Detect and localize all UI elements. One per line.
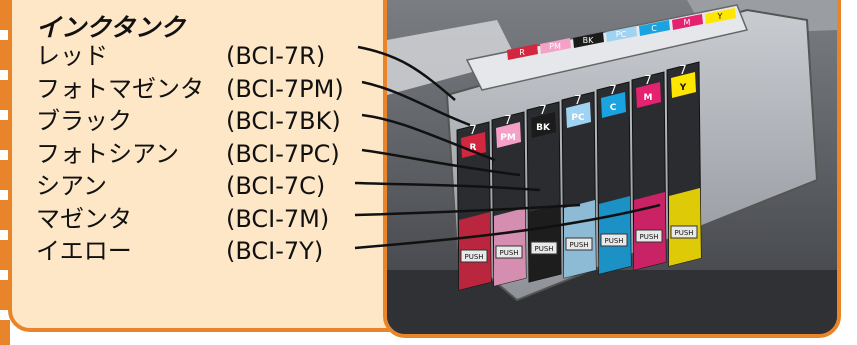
tank-color-strip: R PM BK PC C M Y: [507, 8, 736, 60]
tank-number: 7: [504, 113, 512, 127]
tank-label: [496, 122, 521, 148]
strip-label: Y: [717, 12, 723, 21]
strip-label: C: [651, 24, 657, 33]
left-accent-stripe: [0, 0, 10, 345]
strip-label: R: [519, 48, 525, 57]
ink-name: イエロー: [36, 237, 132, 265]
strip-swatch: [639, 20, 670, 36]
ink-code: (BCI-7Y): [226, 237, 324, 265]
tank-label: [566, 102, 591, 128]
strip-swatch: [573, 32, 604, 48]
strip-label: BK: [583, 36, 594, 45]
tank-number: 7: [539, 103, 547, 117]
tank-color-code: PM: [500, 133, 516, 143]
tank-color-code: R: [470, 143, 477, 153]
ink-code: (BCI-7PC): [226, 139, 340, 168]
panel-heading: インクタンク: [36, 13, 186, 42]
push-tab: [460, 249, 488, 263]
tank-color-code: BK: [536, 123, 551, 133]
tank-number: 7: [644, 73, 652, 87]
ink-name: マゼンタ: [36, 204, 132, 233]
ink-code: (BCI-7BK): [226, 107, 341, 135]
tank-number: 7: [469, 123, 477, 137]
ink-name: ブラック: [36, 107, 132, 135]
push-label: PUSH: [674, 229, 693, 237]
strip-swatch: [606, 26, 637, 42]
tank-color-code: M: [644, 93, 653, 103]
ink-code: (BCI-7PM): [226, 74, 344, 103]
ink-code: (BCI-7R): [226, 42, 326, 70]
strip-label: PC: [616, 30, 627, 39]
ink-name: シアン: [36, 172, 108, 200]
printer-base: [387, 270, 837, 334]
push-tab: [670, 225, 698, 239]
ink-name: フォトシアン: [36, 139, 180, 168]
push-label: PUSH: [604, 237, 623, 245]
push-label: PUSH: [639, 233, 658, 241]
strip-swatch: [507, 44, 538, 60]
tank-number: 7: [679, 63, 687, 77]
strip-label: M: [684, 18, 691, 27]
ink-code: (BCI-7M): [226, 204, 330, 233]
tank-label: [636, 82, 661, 108]
tank-label: [671, 72, 696, 98]
strip-label: PM: [549, 42, 561, 51]
push-label: PUSH: [499, 249, 518, 257]
push-label: PUSH: [534, 245, 553, 253]
tank-label: [531, 112, 556, 138]
tank-color-code: PC: [571, 113, 585, 123]
tank-color-code: C: [610, 103, 617, 113]
tank-label: [601, 92, 626, 118]
tank-color-code: Y: [679, 83, 687, 93]
push-label: PUSH: [464, 253, 483, 261]
ink-name: フォトマゼンタ: [36, 74, 204, 103]
ink-code: (BCI-7C): [226, 172, 326, 200]
strip-swatch: [672, 14, 703, 30]
tank-number: 7: [609, 83, 617, 97]
strip-swatch: [705, 8, 736, 24]
tank-number: 7: [574, 93, 582, 107]
strip-swatch: [540, 38, 571, 54]
ink-name: レッド: [36, 42, 108, 70]
push-label: PUSH: [569, 241, 588, 249]
